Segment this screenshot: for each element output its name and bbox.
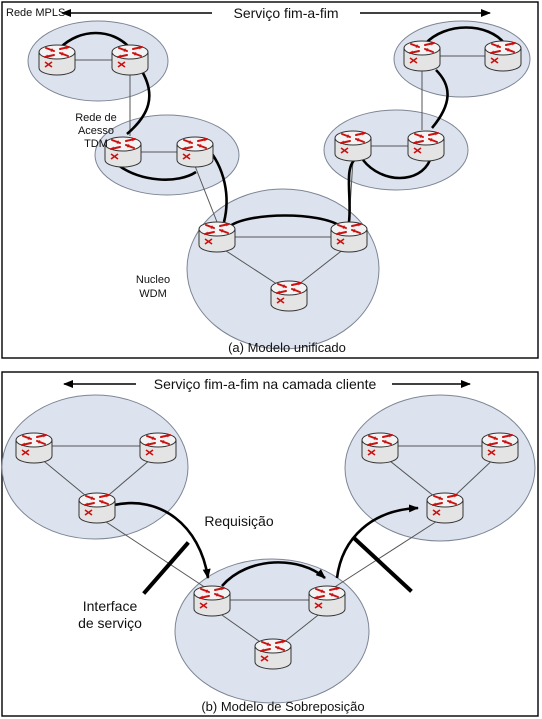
panel-b-caption: (b) Modelo de Sobreposição — [201, 699, 364, 714]
core-label-line-2: WDM — [139, 288, 167, 300]
router-icon — [79, 493, 115, 523]
access-label-line-3: TDM — [84, 138, 108, 150]
router-icon — [199, 222, 235, 252]
router-icon — [362, 433, 398, 463]
mpls-label: Rede MPLS — [6, 7, 65, 19]
router-icon — [112, 45, 148, 75]
interface-label-line-2: de serviço — [78, 615, 142, 631]
router-icon — [404, 41, 440, 71]
router-icon — [427, 493, 463, 523]
panel-overlay-model: Serviço fim-a-fim na camada cliente Requ… — [2, 372, 538, 716]
router-icon — [39, 45, 75, 75]
interface-label-line-1: Interface — [83, 598, 138, 614]
router-icon — [482, 433, 518, 463]
client-service-label: Serviço fim-a-fim na camada cliente — [154, 376, 377, 392]
router-icon — [255, 639, 291, 669]
router-icon — [335, 131, 371, 161]
access-label-line-2: Acesso — [78, 125, 114, 137]
service-label: Serviço fim-a-fim — [233, 5, 338, 21]
server-core-cloud — [175, 559, 369, 703]
router-icon — [271, 281, 307, 311]
panel-a-caption: (a) Modelo unificado — [228, 340, 346, 355]
panel-unified-model: Serviço fim-a-fim Rede MPLS Rede de Aces… — [2, 2, 538, 358]
access-label-line-1: Rede de — [75, 112, 117, 124]
router-icon — [194, 586, 230, 616]
router-icon — [16, 433, 52, 463]
router-icon — [408, 131, 444, 161]
core-label-line-1: Nucleo — [136, 274, 170, 286]
router-icon — [309, 586, 345, 616]
router-icon — [105, 137, 141, 167]
router-icon — [331, 222, 367, 252]
request-label: Requisição — [204, 513, 273, 529]
router-icon — [140, 433, 176, 463]
router-icon — [485, 41, 521, 71]
router-icon — [177, 137, 213, 167]
